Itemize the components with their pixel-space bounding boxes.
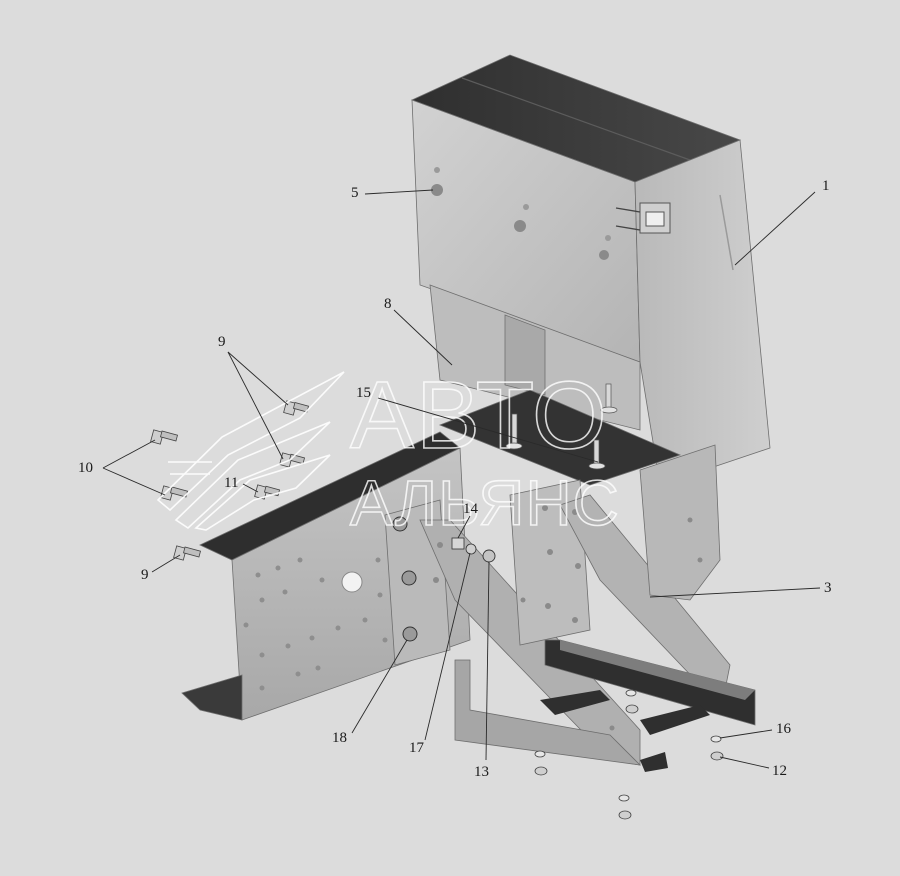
bolt-10-upper [150, 429, 178, 445]
lower-channel-face [560, 640, 755, 700]
nut-12 [710, 751, 724, 761]
bracket-assembly [429, 284, 682, 486]
nut-12 [534, 766, 548, 776]
leader-9a-2 [227, 351, 284, 460]
washer-16 [618, 794, 630, 802]
callout-3: 3 [824, 580, 832, 596]
bracket-web-3 [639, 444, 721, 601]
washer [588, 462, 606, 470]
leader-14 [457, 515, 471, 539]
front-hole [605, 235, 611, 241]
leader-16 [719, 729, 773, 739]
front-hole [514, 220, 526, 232]
callout-5: 5 [351, 185, 359, 201]
callout-14: 14 [463, 501, 479, 517]
washer-17 [465, 543, 477, 555]
callout-11: 11 [224, 475, 238, 491]
callout-8: 8 [384, 296, 392, 312]
bracket-holes [433, 505, 703, 731]
nut-18 [401, 570, 417, 586]
rail-bottom-flange [181, 674, 243, 721]
lower-bar [640, 752, 668, 772]
watermark-line1: АВТО [350, 362, 609, 469]
nut-13 [482, 549, 496, 563]
leader-11 [242, 483, 259, 493]
front-hole [431, 184, 443, 196]
callout-12: 12 [772, 763, 787, 779]
leader-13 [485, 561, 490, 761]
leader-9a-1 [227, 351, 289, 406]
callout-18: 18 [332, 730, 347, 746]
washer-16 [625, 689, 637, 697]
leader-1 [734, 191, 816, 266]
leader-17 [424, 552, 471, 741]
watermark: АВТО АЛЬЯНС [156, 361, 620, 540]
watermark-logo-icon [156, 371, 345, 531]
tray-base [438, 389, 682, 486]
watermark-line2: АЛЬЯНС [350, 467, 620, 539]
leader-9b [151, 554, 181, 573]
callout-10: 10 [78, 460, 93, 476]
battery-box-side [634, 139, 771, 486]
nut-18 [402, 626, 418, 642]
battery-box [410, 54, 771, 501]
nut-12 [618, 810, 632, 820]
leader-8 [393, 309, 453, 366]
bolt-9-lower [173, 545, 201, 561]
loose-hardware [534, 689, 724, 820]
callouts: 1 3 5 8 9 9 10 11 12 13 14 15 16 17 18 [78, 178, 832, 780]
washer-16 [534, 750, 546, 758]
nut-14 [451, 537, 465, 550]
lower-bar [540, 690, 610, 715]
leader-lines [102, 189, 821, 769]
washer [600, 406, 618, 414]
leader-10-2 [102, 467, 166, 496]
bolt-11 [254, 484, 281, 500]
front-hole [599, 250, 609, 260]
battery-box-top-seam [461, 77, 691, 161]
mounting-brackets [384, 444, 756, 772]
leader-18 [351, 639, 408, 734]
inner-bracket-post [504, 314, 546, 396]
nut-12 [625, 704, 639, 714]
rail-holes [243, 557, 388, 691]
leader-12 [719, 756, 770, 769]
latch-wire [615, 225, 641, 231]
battery-box-side-rib [719, 194, 734, 271]
lower-bar [640, 705, 710, 735]
washer [505, 442, 523, 450]
callout-9b: 9 [141, 567, 149, 583]
lower-channel [544, 639, 756, 726]
callout-13: 13 [474, 764, 489, 780]
leader-3 [649, 587, 821, 598]
callout-15: 15 [356, 385, 371, 401]
rail-large-hole [341, 571, 363, 593]
callout-9a: 9 [218, 334, 226, 350]
callout-16: 16 [776, 721, 792, 737]
leader-15 [377, 397, 599, 463]
callout-17: 17 [409, 740, 425, 756]
bolt-10-lower [160, 485, 188, 501]
front-hole [523, 204, 529, 210]
callout-1: 1 [822, 178, 830, 194]
latch-wire [615, 207, 641, 213]
leader-5 [364, 189, 434, 195]
latch-plate [645, 211, 665, 227]
front-hole [434, 167, 440, 173]
washer-16 [710, 735, 722, 743]
bracket-foot-17 [454, 659, 642, 766]
nut-18 [392, 516, 408, 532]
leader-10-1 [102, 439, 156, 469]
